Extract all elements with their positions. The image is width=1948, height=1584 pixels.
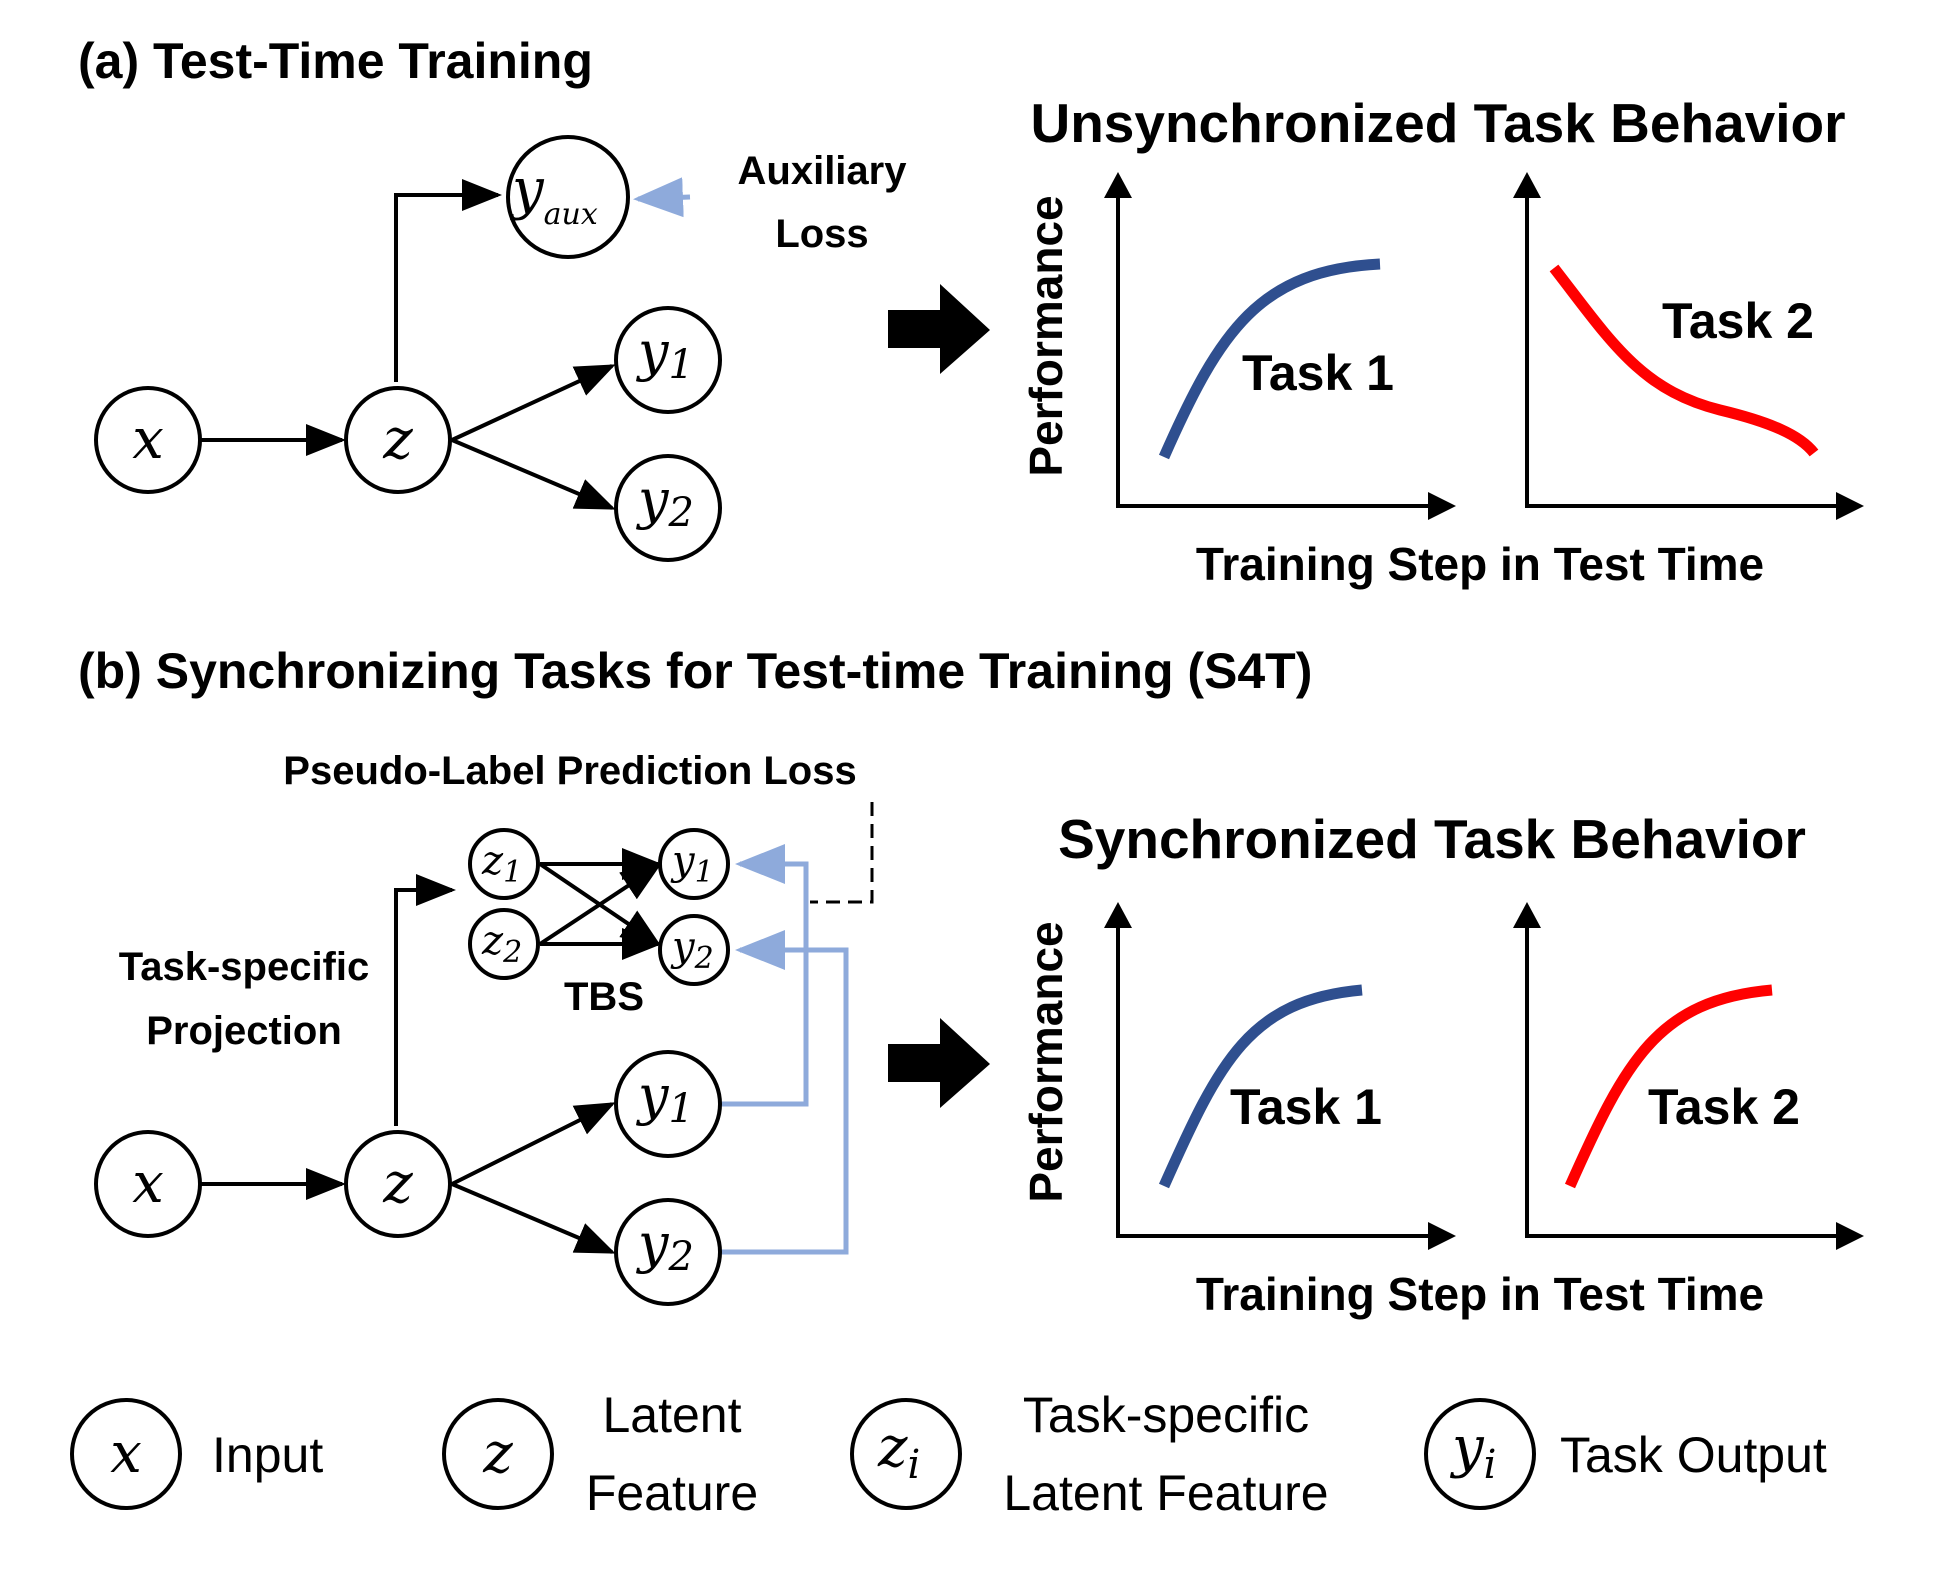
task-specific-projection-line1: Task-specific — [119, 945, 370, 989]
chart-a-right-x-arrowhead — [1836, 492, 1864, 520]
edge-z2-to-y1 — [538, 863, 662, 946]
chart-b-right-x-arrowhead — [1836, 1222, 1864, 1250]
task2-label-a: Task 2 — [1662, 293, 1814, 349]
node-x: x — [94, 386, 202, 494]
chart-b-right: Task 2 — [1513, 902, 1864, 1250]
edge-z-to-projection — [394, 874, 456, 1126]
edge-z-to-yaux — [394, 179, 502, 382]
chart-a-right-y-arrowhead — [1513, 172, 1541, 198]
node-x-b-label: x — [132, 1151, 164, 1216]
node-y1-b-label: y1 — [636, 1064, 694, 1132]
chart-b-xlabel: Training Step in Test Time — [1196, 1268, 1764, 1320]
task1-label-a: Task 1 — [1242, 345, 1394, 401]
legend-task-specific-line1: Task-specific — [1023, 1387, 1309, 1443]
panel-b-title: (b) Synchronizing Tasks for Test-time Tr… — [78, 643, 1312, 699]
node-x-label: x — [132, 407, 164, 472]
chart-a-left: Task 1 — [1104, 172, 1456, 520]
node-y1-label: y1 — [636, 320, 694, 388]
node-z1: z1 — [468, 828, 540, 900]
tbs-label: TBS — [564, 975, 644, 1019]
node-y1: y1 — [614, 306, 722, 414]
node-y-aux-label: yaux — [509, 157, 598, 232]
chart-a-right: Task 2 — [1513, 172, 1864, 520]
legend-z-symbol: z — [482, 1421, 513, 1486]
chart-b-title: Synchronized Task Behavior — [1058, 808, 1806, 870]
node-y2-b-label: y2 — [636, 1212, 694, 1280]
panel-b: (b) Synchronizing Tasks for Test-time Tr… — [78, 643, 1864, 1320]
node-y1-top-b-label: y1 — [670, 838, 714, 890]
auxiliary-loss-line1: Auxiliary — [738, 149, 908, 193]
legend-task-specific: zi Task-specific Latent Feature — [850, 1387, 1329, 1521]
chart-b-left-x-arrowhead — [1428, 1222, 1456, 1250]
legend-input: x Input — [70, 1398, 323, 1510]
edge-z-to-y1 — [451, 364, 616, 442]
node-z: z — [344, 386, 452, 494]
transition-arrow-a — [888, 284, 990, 374]
legend-latent: z Latent Feature — [442, 1387, 758, 1521]
node-z1-label: z1 — [481, 838, 522, 890]
task1-curve-b — [1158, 984, 1363, 1189]
node-y2-top-b: y2 — [658, 914, 730, 986]
task2-curve-b — [1564, 984, 1773, 1189]
node-z-label: z — [382, 407, 413, 472]
chart-b-left-axes — [1116, 910, 1445, 1238]
chart-a-ylabel: Performance — [1020, 195, 1072, 476]
node-y-aux: yaux — [506, 135, 630, 259]
legend-task-output-label: Task Output — [1560, 1427, 1827, 1483]
chart-b-ylabel: Performance — [1020, 921, 1072, 1202]
legend-task-output: yi Task Output — [1424, 1398, 1827, 1510]
chart-a-right-axes — [1525, 180, 1852, 508]
task2-label-b: Task 2 — [1648, 1079, 1800, 1135]
legend-latent-line1: Latent — [602, 1387, 741, 1443]
node-z2-label: z2 — [481, 918, 522, 970]
legend-x-symbol: x — [110, 1421, 142, 1486]
node-y2-top-b-label: y2 — [670, 924, 714, 976]
auxiliary-loss-arrow — [633, 177, 691, 218]
node-z-b-label: z — [382, 1151, 413, 1216]
chart-a-left-axes — [1116, 180, 1445, 508]
legend-yi-symbol: yi — [1449, 1415, 1496, 1488]
pseudo-label-dashed-connector — [810, 802, 874, 904]
legend-task-specific-line2: Latent Feature — [1003, 1465, 1328, 1521]
pseudo-label-loss-label: Pseudo-Label Prediction Loss — [283, 749, 856, 793]
node-z-b: z — [344, 1130, 452, 1238]
task1-label-b: Task 1 — [1230, 1079, 1382, 1135]
task2-curve-a — [1549, 264, 1819, 457]
node-x-b: x — [94, 1130, 202, 1238]
pseudo-label-loop-y2 — [720, 930, 849, 1255]
chart-b-right-y-arrowhead — [1513, 902, 1541, 928]
chart-a-left-y-arrowhead — [1104, 172, 1132, 198]
node-y2-b: y2 — [614, 1198, 722, 1306]
chart-b-right-axes — [1525, 910, 1852, 1238]
chart-a-title: Unsynchronized Task Behavior — [1030, 92, 1845, 154]
node-z2: z2 — [468, 908, 540, 980]
panel-a: (a) Test-Time Training x z yaux y1 y2 Au… — [78, 33, 1864, 590]
node-y1-top-b: y1 — [658, 828, 730, 900]
auxiliary-loss-line2: Loss — [775, 212, 868, 256]
chart-b-left-y-arrowhead — [1104, 902, 1132, 928]
legend-zi-symbol: zi — [877, 1415, 920, 1488]
node-y2: y2 — [614, 454, 722, 562]
legend-input-label: Input — [212, 1427, 323, 1483]
chart-a-left-x-arrowhead — [1428, 492, 1456, 520]
edge-z-to-y2 — [451, 438, 616, 510]
node-y1-b: y1 — [614, 1050, 722, 1158]
transition-arrow-b — [888, 1018, 990, 1108]
legend: x Input z Latent Feature zi Task-specifi… — [70, 1387, 1827, 1521]
task1-curve-a — [1158, 258, 1381, 460]
chart-b-left: Task 1 — [1104, 902, 1456, 1250]
legend-latent-line2: Feature — [586, 1465, 758, 1521]
pseudo-label-loop-y1 — [720, 844, 809, 1107]
task-specific-projection-line2: Projection — [146, 1009, 342, 1053]
panel-a-title: (a) Test-Time Training — [78, 33, 593, 89]
chart-a-xlabel: Training Step in Test Time — [1196, 538, 1764, 590]
edge-z-to-y2-b — [451, 1182, 616, 1254]
edge-z-to-y1-b — [451, 1102, 616, 1186]
node-y2-label: y2 — [636, 468, 694, 536]
